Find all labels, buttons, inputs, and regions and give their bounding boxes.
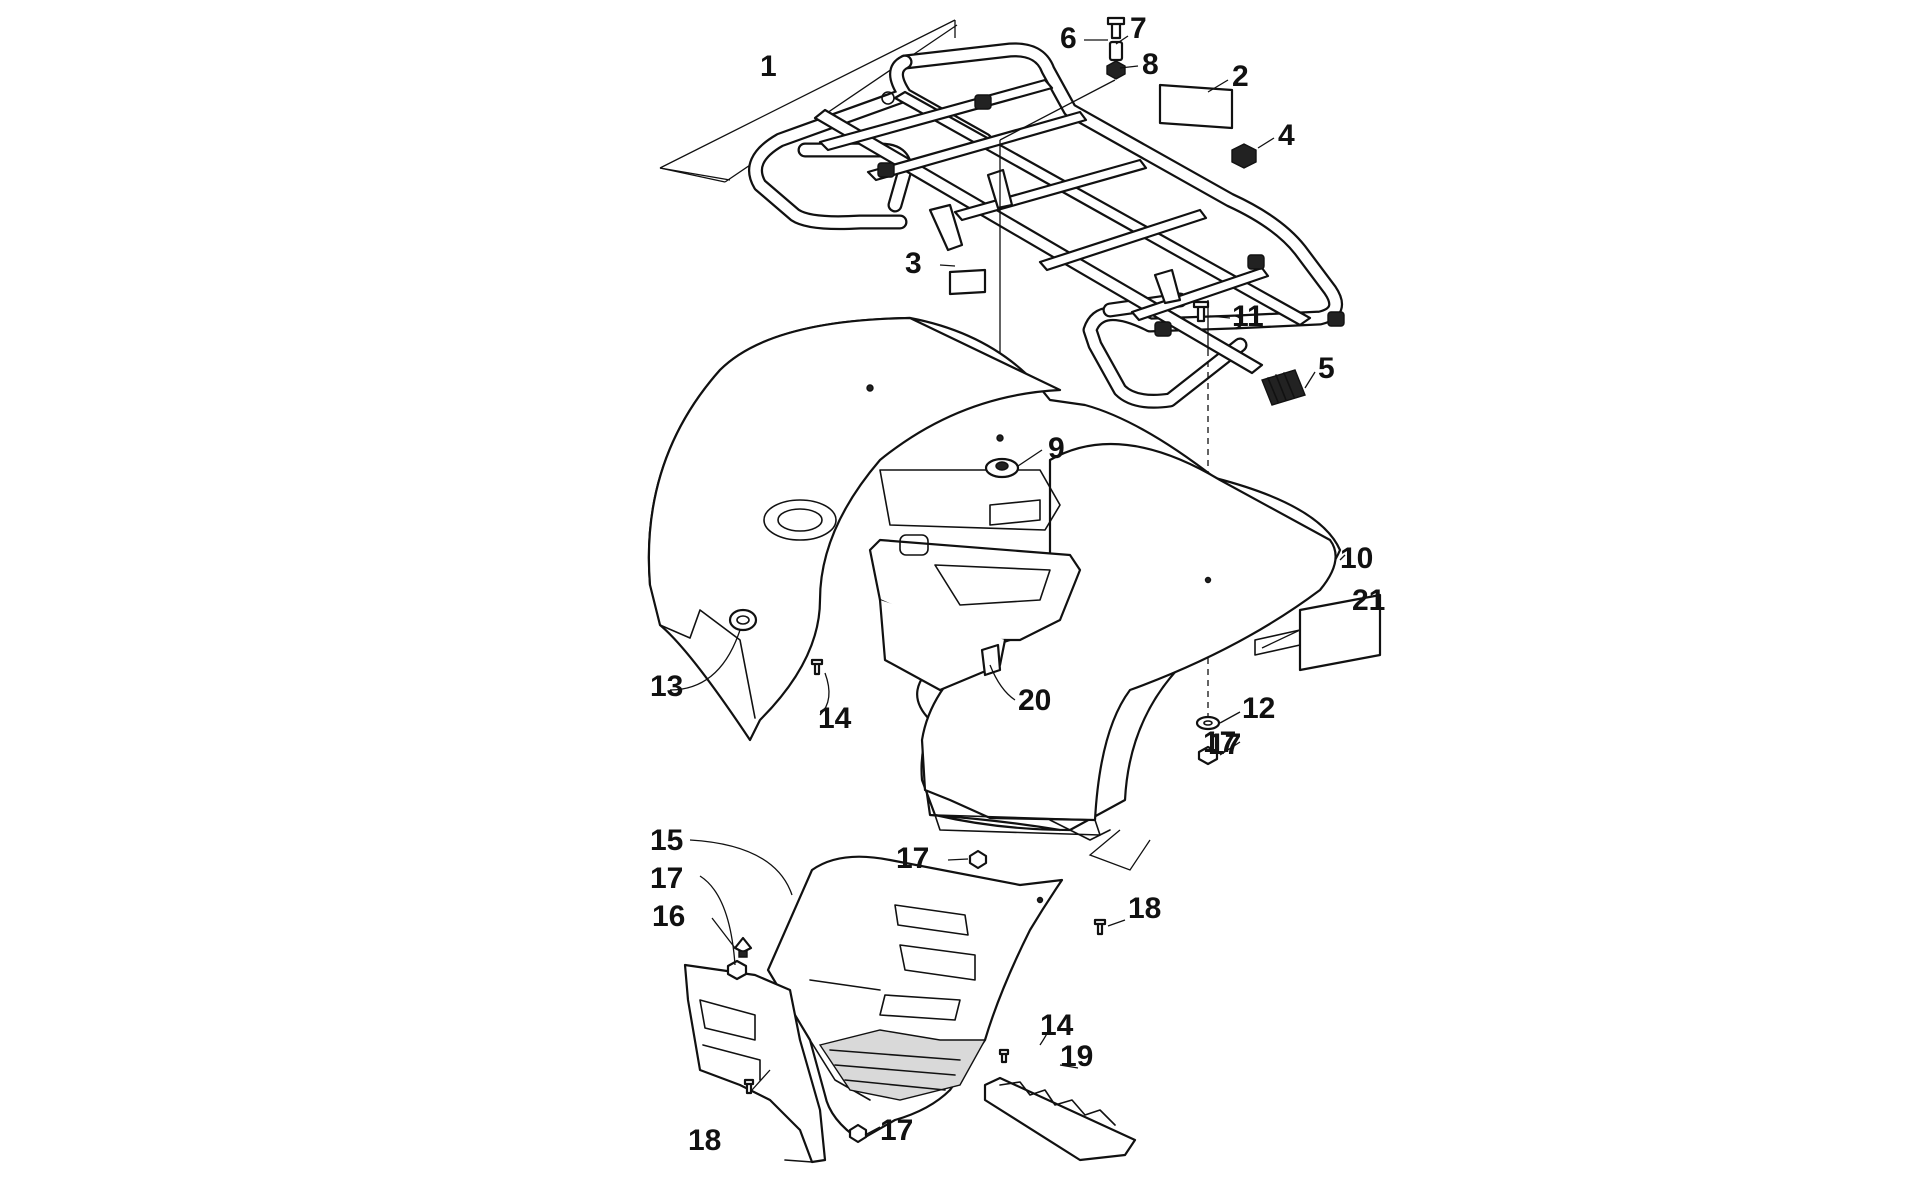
- callout-9: 9: [1048, 432, 1065, 465]
- callout-14b: 14: [1040, 1009, 1074, 1042]
- callout-12: 12: [1242, 692, 1275, 725]
- step-bracket: [983, 1048, 1137, 1162]
- callout-11: 11: [1232, 300, 1264, 333]
- rear-rack: [659, 19, 1345, 409]
- left-footwell: [683, 849, 1107, 1164]
- leader-lines: [669, 35, 1346, 1136]
- callout-10: 10: [1340, 542, 1373, 575]
- callout-16: 16: [652, 900, 685, 933]
- callout-17-top: 17: [896, 842, 929, 875]
- callout-17a: 17: [1203, 726, 1236, 759]
- rack-hardware: [948, 16, 1306, 406]
- callout-17c: 17: [650, 862, 683, 895]
- callout-17d: 17: [880, 1114, 913, 1147]
- callout-21: 21: [1352, 584, 1385, 617]
- callout-5: 5: [1318, 352, 1335, 385]
- callout-3: 3: [905, 247, 922, 280]
- callout-18b: 18: [688, 1124, 721, 1157]
- callout-20: 20: [1018, 684, 1051, 717]
- callout-19: 19: [1060, 1040, 1093, 1073]
- callout-18a: 18: [1128, 892, 1161, 925]
- callout-14a: 14: [818, 702, 852, 735]
- callout-15: 15: [650, 824, 683, 857]
- callout-1: 1: [760, 50, 777, 83]
- callout-labels: 1 2 3 4 5 6 7 8 9 10 11 12 13 14 14 15 1…: [650, 12, 1385, 1157]
- callout-7: 7: [1130, 12, 1147, 45]
- callout-8: 8: [1142, 48, 1159, 81]
- rear-fender: [647, 316, 1382, 841]
- callout-17b: 17: [1208, 728, 1241, 761]
- callout-6: 6: [1060, 22, 1077, 55]
- callout-2: 2: [1232, 60, 1249, 93]
- callout-13: 13: [650, 670, 683, 703]
- callout-4: 4: [1278, 119, 1295, 152]
